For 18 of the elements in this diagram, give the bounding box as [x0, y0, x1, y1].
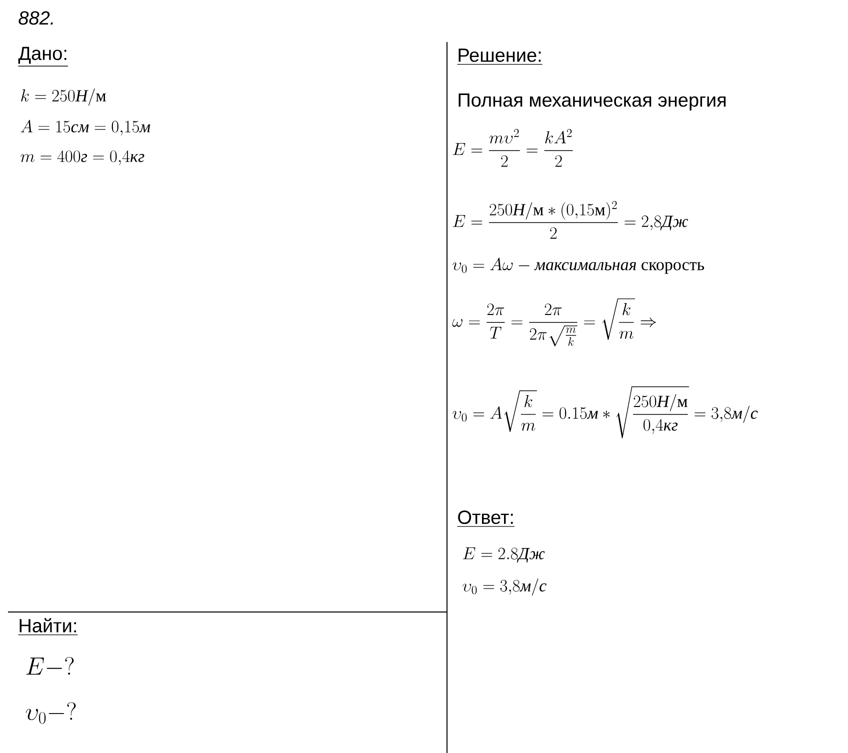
formula: $E = \frac{250\textit{Н} / \text{м}*(0{,}15\text{м})^2}{2} = 2{,}8\textit{Дж}$ [453, 200, 688, 239]
formula: $A = 15\textit{см} = 0{,}15\textit{м}$ [20, 120, 150, 136]
section-heading: Решение: [456, 48, 543, 65]
section-heading: Дано: [18, 46, 68, 66]
formula: $\upsilon_0 = 3{,}8\textit{м} / \textit{с}$ [462, 578, 546, 596]
formula: $\upsilon_0 = A\omega - \textit{максимальная}\text{ скорость}$ [452, 258, 704, 274]
formula: $k = 250\textit{Н} / \text{м}$ [21, 88, 106, 106]
formula: $E = 2.8\textit{Дж}$ [463, 547, 545, 563]
section-heading: Ответ: [456, 510, 515, 527]
formula: $E = \frac{m\upsilon^2}{2} = \frac{kA^2}{2}$ [453, 128, 573, 167]
formula: $\omega = \frac{2\pi}{T} = \frac{2\pi}{2\pi\sqrt{\frac{m}{k}}} = \sqrt{\frac{k}{m}} \Rightarrow$ [452, 298, 656, 346]
problem-number: 882. [18, 11, 53, 25]
formula: $\upsilon_0 - ?$ [26, 702, 76, 724]
formula: $m = 400\textit{г} = 0{,}4\textit{кг}$ [20, 150, 144, 166]
formula: $E - ?$ [26, 657, 74, 675]
text-line: Полная механическая энергия [458, 94, 726, 110]
formula: $\upsilon_0 = A\sqrt{\frac{k}{m}} = 0.15\textit{м} * \sqrt{\frac{250\textit{Н} / \text{м}}{0{,}4\textit{кг}}} = 3{,}8\textit{м} / \textit{с}$ [452, 386, 758, 438]
section-heading: Найти: [18, 618, 78, 636]
